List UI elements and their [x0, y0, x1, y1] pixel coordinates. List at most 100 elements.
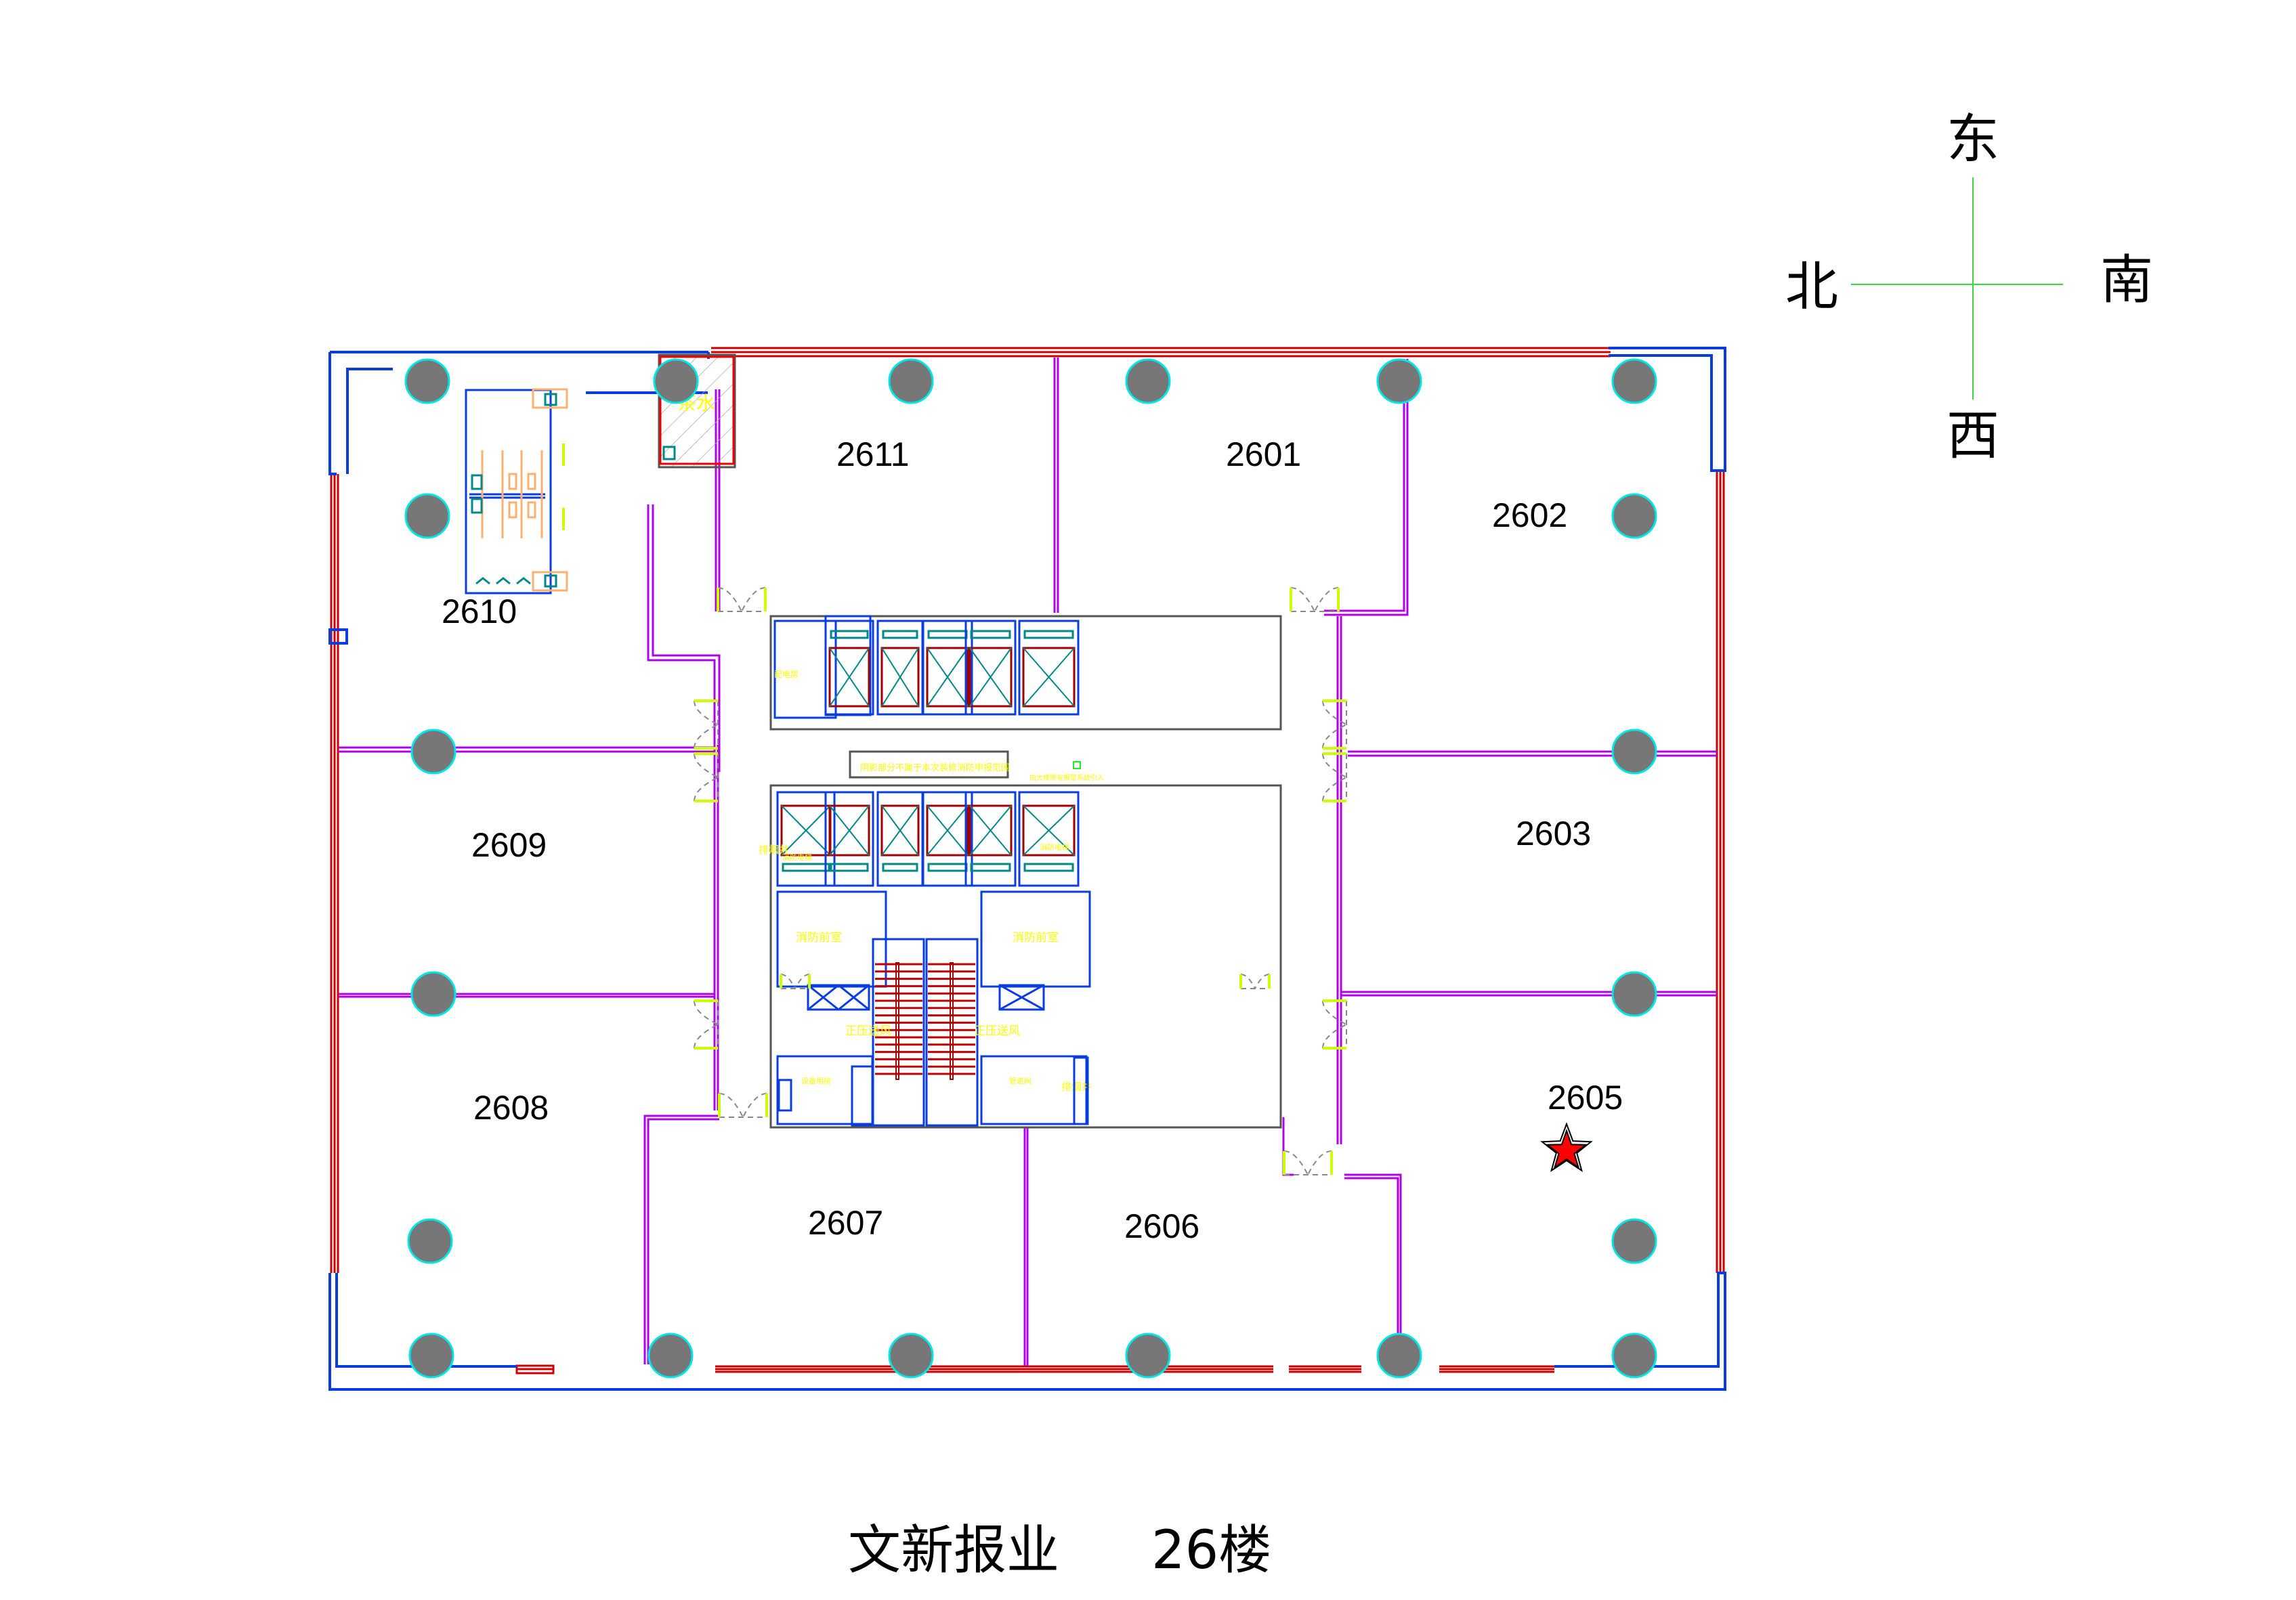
elevator-car [880, 804, 920, 857]
double-door [718, 1093, 768, 1118]
elevator-shaft [824, 791, 874, 887]
compass-south: 南 [2100, 250, 2153, 311]
power-room-label: 配电房 [774, 669, 799, 679]
room-label-2603: 2603 [1516, 815, 1591, 852]
door-swing [1322, 777, 1347, 802]
door-swing [1290, 587, 1315, 612]
door-swing [1254, 974, 1270, 989]
column [888, 1333, 934, 1379]
column [1611, 1333, 1657, 1379]
column [407, 1218, 453, 1264]
door-swing [1307, 1150, 1332, 1175]
elevator-panel [927, 863, 968, 872]
elevator-car [969, 804, 1013, 857]
elevator-car [969, 647, 1013, 708]
elevator-panel [882, 630, 918, 639]
room-label-2606: 2606 [1124, 1207, 1199, 1245]
door-swing [694, 1000, 719, 1025]
pressurization-label-left: 正压送风 [845, 1024, 891, 1038]
equipment-room-label: 设备用房 [801, 1076, 831, 1085]
column [1125, 1333, 1171, 1379]
sinks [475, 388, 568, 592]
room-label-2601: 2601 [1226, 435, 1301, 473]
column [1611, 1218, 1657, 1264]
elevator-panel [830, 863, 869, 872]
door-swing [694, 724, 719, 749]
building-core: 配电房 阴影部分不属于本次装修消防申报范围 由大楼原有报警系统引入 消防电梯 消… [759, 615, 1282, 1129]
door-swing [719, 1093, 744, 1118]
star-icon [1540, 1122, 1593, 1172]
room-label-2609: 2609 [471, 826, 547, 864]
stair-handrail [950, 962, 954, 1080]
column [408, 1333, 454, 1379]
elevator-car [926, 804, 969, 857]
smoke-shaft-label-left: 排烟井 [759, 844, 789, 856]
double-door [694, 752, 719, 802]
glass-bottom [515, 1364, 1554, 1375]
door-swing [741, 587, 766, 612]
title-floor: 26楼 [1151, 1520, 1271, 1581]
elevator-shaft [776, 791, 836, 887]
double-door [1322, 752, 1347, 802]
corner-top-left [328, 351, 710, 475]
column [404, 358, 450, 404]
smoke-shaft-label-right: 排烟井 [1061, 1081, 1092, 1093]
elevator-shaft [922, 620, 973, 716]
room-label-2611: 2611 [836, 435, 910, 473]
double-door [1283, 1150, 1333, 1175]
double-door [1290, 587, 1340, 612]
glass-top [711, 347, 1611, 358]
column [1611, 971, 1657, 1017]
elevator-cross [927, 647, 969, 707]
pressurization-label-right: 正压送风 [974, 1024, 1020, 1038]
corner-bottom-left [328, 1273, 715, 1391]
double-door [1322, 999, 1347, 1050]
fire-elevator-label-right: 消防电梯 [1040, 842, 1069, 852]
columns [404, 358, 1657, 1379]
left-wall-notch [328, 628, 348, 645]
column [653, 358, 699, 404]
room-labels: 2611 2601 2602 2610 2609 2603 2608 2605 … [442, 435, 1623, 1245]
elevator-panel [970, 630, 1011, 639]
door-swing [1322, 1024, 1347, 1049]
elevator-shaft [824, 620, 874, 716]
restroom [465, 388, 568, 594]
elevator-car [1022, 647, 1076, 708]
location-marker [1540, 1122, 1593, 1172]
door-swing [1322, 1000, 1347, 1025]
room-label-2610: 2610 [442, 592, 517, 630]
double-door [694, 999, 719, 1050]
elevator-cross [969, 805, 1012, 856]
room-label-2605: 2605 [1548, 1079, 1623, 1117]
column [1611, 358, 1657, 404]
elevator-car [1022, 804, 1076, 857]
column [404, 493, 450, 539]
column [1376, 358, 1422, 404]
door-swing [1283, 1150, 1309, 1175]
shaded-note: 阴影部分不属于本次装修消防申报范围 [860, 762, 1010, 773]
elevator-cross [829, 805, 870, 856]
elevator-panel [1023, 630, 1074, 639]
compass: 东 西 北 南 [1785, 109, 2153, 467]
column [410, 971, 456, 1017]
double-door [717, 587, 767, 612]
room-label-2607: 2607 [808, 1204, 883, 1242]
glass-left [330, 474, 339, 1273]
column [1376, 1333, 1422, 1379]
column [888, 358, 934, 404]
column [1611, 493, 1657, 539]
column [1125, 358, 1171, 404]
door-swing [1322, 724, 1347, 749]
doors [694, 587, 1347, 1175]
elevator-cross [927, 805, 969, 856]
door-swing [694, 700, 719, 725]
elevator-shaft [964, 620, 1017, 716]
door-swing [694, 753, 719, 778]
alarm-note: 由大楼原有报警系统引入 [1029, 773, 1104, 782]
double-door [694, 699, 719, 750]
elevator-cross [829, 647, 870, 707]
elevator-panel [970, 863, 1011, 872]
elevator-panel [782, 863, 830, 872]
elevator-car [828, 804, 870, 857]
